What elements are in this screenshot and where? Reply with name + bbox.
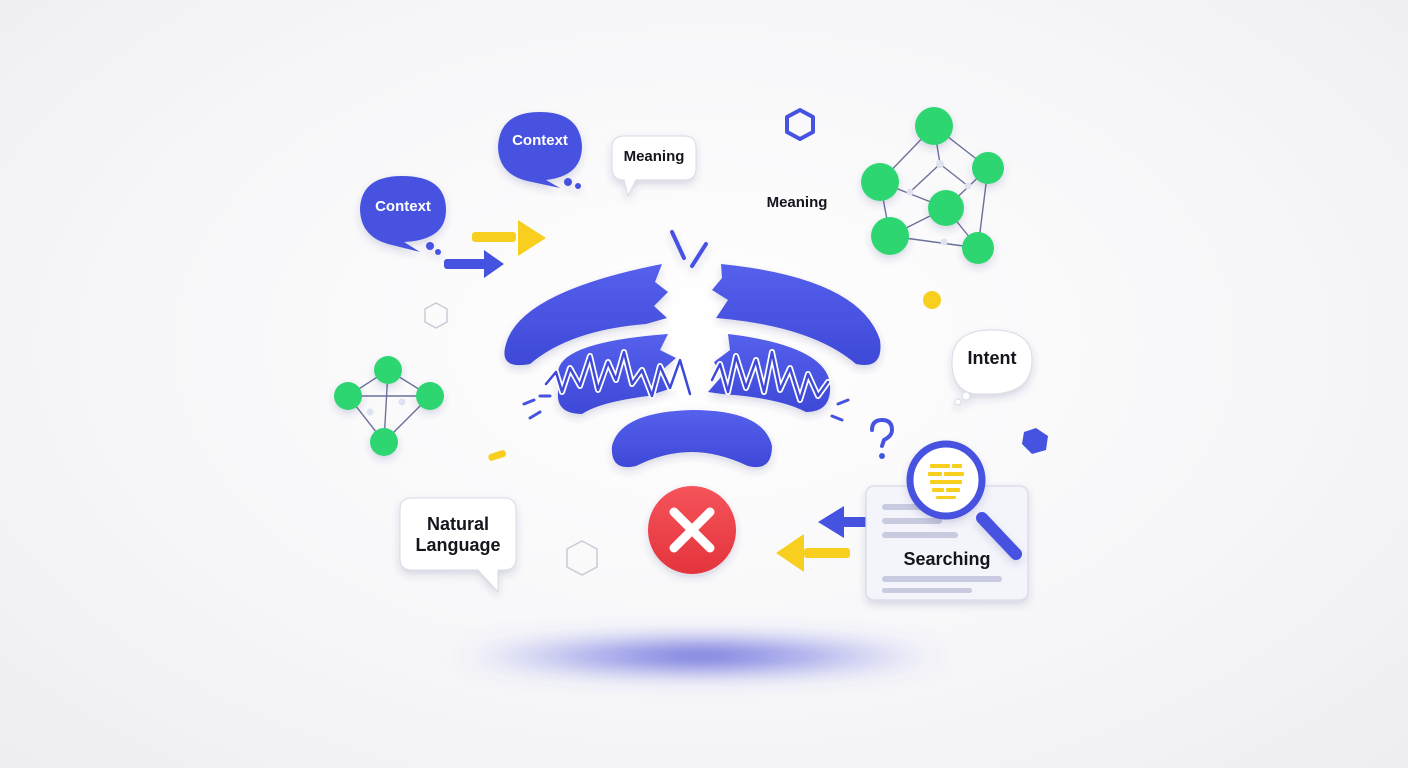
natural-language-line-2: Language (415, 535, 501, 555)
magnifier-icon (906, 440, 1022, 560)
natural-language-label: Natural Language (400, 508, 516, 562)
natural-language-line-1: Natural (426, 514, 489, 535)
meaning-bubble (611, 135, 697, 198)
arrow-left-icon (776, 534, 850, 572)
signal-noise-icon (522, 349, 850, 422)
search-card (865, 485, 1029, 601)
intent-label: Intent (967, 347, 1017, 368)
hexagon-icon (566, 540, 598, 576)
arrow-right-icon (472, 220, 546, 256)
searching-label: Searching (903, 548, 991, 569)
natural-language-bubble (399, 497, 517, 594)
context-bubble-lower (360, 176, 446, 255)
floor-shadow (450, 636, 950, 676)
hexagon-icon (785, 108, 815, 141)
error-x-icon (648, 486, 736, 574)
meaning-bubble-label: Meaning (623, 148, 685, 166)
yellow-dash (488, 450, 507, 461)
context-label-lower: Context (375, 198, 431, 216)
hexagon-icon (424, 302, 448, 329)
arrow-right-icon (444, 250, 504, 278)
question-mark-icon (870, 417, 895, 459)
meaning-floating-label: Meaning (766, 194, 828, 212)
context-label-upper: Context (512, 132, 568, 150)
hexagon-icon (1022, 428, 1048, 454)
network-graph-icon (334, 356, 444, 456)
yellow-dot (923, 291, 941, 309)
context-bubble-upper (498, 112, 582, 189)
broken-wifi-icon (504, 230, 881, 468)
network-graph-icon (861, 107, 1004, 264)
intent-bubble (951, 329, 1033, 406)
